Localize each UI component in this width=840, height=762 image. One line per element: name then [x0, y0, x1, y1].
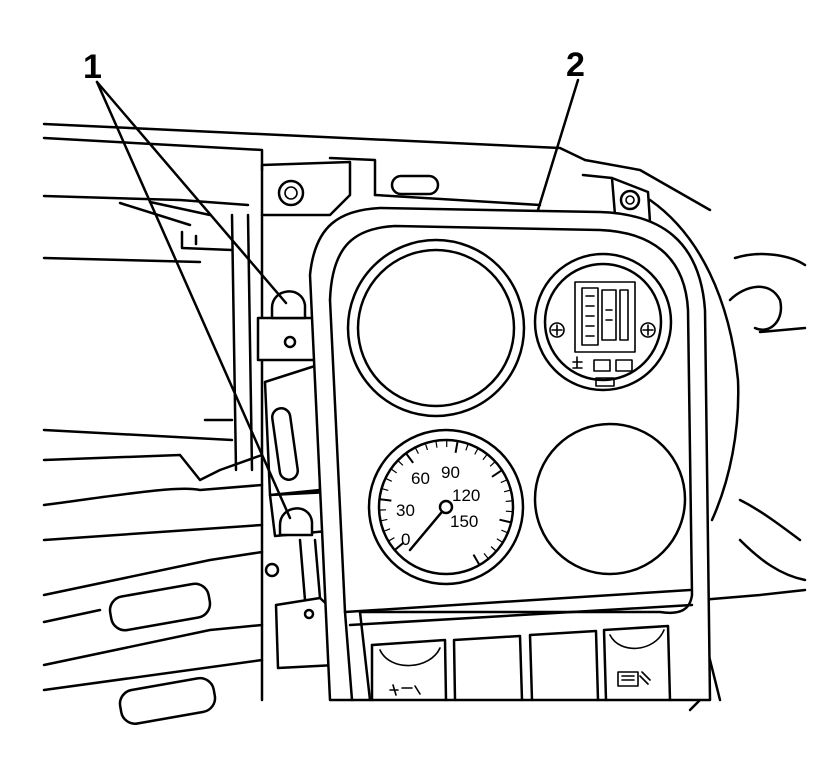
instrument-cluster: 0 30 60 90 120 150: [310, 208, 710, 700]
gauge-tick: [379, 499, 391, 500]
callout-label-1: 1: [83, 48, 102, 86]
needle-hub: [440, 501, 452, 513]
tick-label-0: 0: [401, 530, 410, 549]
gauge-tick: [506, 501, 513, 502]
tick-label-60: 60: [411, 469, 430, 488]
tick-label-120: 120: [452, 486, 480, 505]
tick-label-90: 90: [441, 463, 460, 482]
tick-label-150: 150: [450, 512, 478, 531]
callout-label-2: 2: [566, 46, 585, 84]
leader-2: [538, 80, 578, 210]
tick-label-30: 30: [396, 501, 415, 520]
leader-1a: [97, 82, 286, 303]
